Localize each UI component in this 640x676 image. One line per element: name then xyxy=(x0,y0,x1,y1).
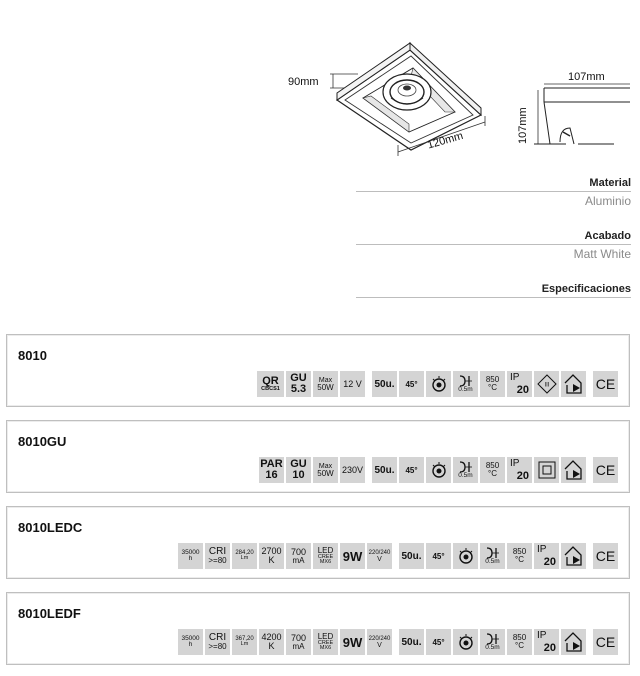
temperature-icon: 850°C xyxy=(507,629,532,655)
material-label: Material xyxy=(589,177,631,189)
voltage-icon: 230V xyxy=(340,457,365,483)
tilt-angle-icon: 45° xyxy=(399,457,424,483)
product-code: 8010LEDF xyxy=(18,606,81,621)
finish-divider xyxy=(356,244,631,245)
pack-units-icon: 50u. xyxy=(399,629,424,655)
material-value: Aluminio xyxy=(584,194,631,208)
power-icon: 9W xyxy=(340,629,365,655)
ce-mark-icon: CE xyxy=(593,629,618,655)
class-ii-icon xyxy=(534,457,559,483)
indoor-use-icon xyxy=(561,543,586,569)
product-side-view-drawing xyxy=(534,83,630,145)
distance-icon: 0.5m xyxy=(453,457,478,483)
indoor-use-icon xyxy=(561,371,586,397)
tilt-angle-icon: 45° xyxy=(399,371,424,397)
cri-icon: CRI>=80 xyxy=(205,543,230,569)
side-height-dimension-label: 107mm xyxy=(517,107,529,144)
ce-mark-icon: CE xyxy=(593,371,618,397)
voltage-icon: 12 V xyxy=(340,371,365,397)
material-divider xyxy=(356,191,631,192)
specifications-divider xyxy=(356,297,631,298)
height-dimension-label: 90mm xyxy=(288,76,319,88)
svg-text:III: III xyxy=(544,383,549,389)
specifications-label: Especificaciones xyxy=(541,283,631,295)
ce-mark-icon: CE xyxy=(593,457,618,483)
product-isometric-drawing xyxy=(330,41,486,156)
product-code: 8010LEDC xyxy=(18,520,83,535)
side-width-dimension-label: 107mm xyxy=(568,71,605,83)
lamp-icon xyxy=(426,371,451,397)
distance-icon: 0.5m xyxy=(480,543,505,569)
indoor-use-icon xyxy=(561,457,586,483)
product-code: 8010 xyxy=(18,348,47,363)
pack-units-icon: 50u. xyxy=(372,457,397,483)
power-icon: 9W xyxy=(340,543,365,569)
finish-label: Acabado xyxy=(584,230,631,242)
distance-icon: 0.5m xyxy=(453,371,478,397)
temperature-icon: 850°C xyxy=(480,371,505,397)
lamp-icon xyxy=(453,629,478,655)
product-code: 8010GU xyxy=(18,434,67,449)
pack-units-icon: 50u. xyxy=(372,371,397,397)
indoor-use-icon xyxy=(561,629,586,655)
temperature-icon: 850°C xyxy=(480,457,505,483)
tilt-angle-icon: 45° xyxy=(426,543,451,569)
class-iii-icon: III xyxy=(534,371,559,397)
cri-icon: CRI>=80 xyxy=(205,629,230,655)
pack-units-icon: 50u. xyxy=(399,543,424,569)
lamp-icon xyxy=(453,543,478,569)
temperature-icon: 850°C xyxy=(507,543,532,569)
tilt-angle-icon: 45° xyxy=(426,629,451,655)
distance-icon: 0.5m xyxy=(480,629,505,655)
ce-mark-icon: CE xyxy=(593,543,618,569)
lamp-icon xyxy=(426,457,451,483)
finish-value: Matt White xyxy=(573,247,631,261)
